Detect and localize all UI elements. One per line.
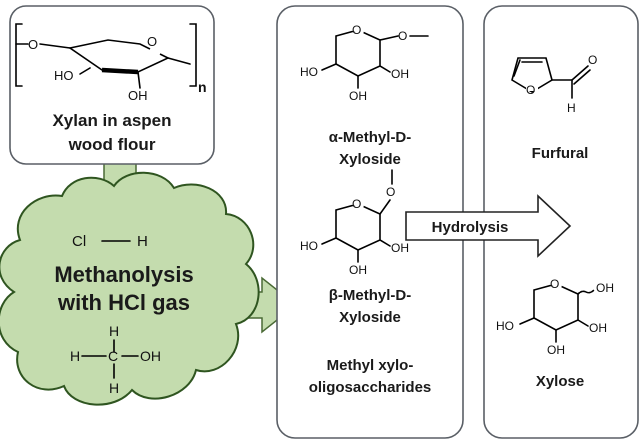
svg-text:HO: HO — [496, 319, 514, 333]
svg-text:O: O — [550, 277, 559, 291]
svg-text:O: O — [386, 185, 395, 199]
xylan-subscript: n — [198, 79, 207, 95]
xylan-title-line2: wood flour — [68, 135, 156, 154]
methanolysis-label-line2: with HCl gas — [57, 290, 190, 315]
svg-text:OH: OH — [589, 321, 607, 335]
svg-text:OH: OH — [349, 263, 367, 277]
xylan-right-bracket — [189, 23, 197, 87]
svg-text:O: O — [398, 29, 407, 43]
xylan-left-bracket — [15, 23, 23, 87]
beta-methyl-xyloside-structure: O O HO OH OH — [300, 169, 409, 277]
xylan-box — [9, 5, 215, 165]
alpha-methyl-xyloside-structure: O O HO OH OH — [300, 23, 429, 103]
aldehyde-h: H — [567, 101, 576, 115]
methanol-bottom-h: H — [109, 380, 119, 396]
svg-text:O: O — [588, 53, 597, 67]
svg-text:O: O — [352, 197, 361, 211]
svg-text:OH: OH — [391, 241, 409, 255]
xylan-bond-c3-oh — [79, 67, 91, 75]
xylan-ring-o: O — [147, 34, 157, 49]
svg-text:O: O — [526, 83, 535, 97]
xylose-label: Xylose — [536, 373, 584, 390]
xylan-title-line1: Xylan in aspen — [52, 111, 171, 130]
methanol-left-h: H — [70, 348, 80, 364]
methanol-oh: OH — [140, 348, 161, 364]
svg-text:OH: OH — [391, 67, 409, 81]
xylan-chain-o-left: O — [28, 37, 38, 52]
alpha-label-line1: α-Methyl-D- — [329, 129, 412, 146]
xylan-bond-c2-oh — [137, 71, 141, 89]
oligo-label-line2: oligosaccharides — [309, 379, 432, 396]
svg-text:OH: OH — [349, 89, 367, 103]
beta-label-line1: β-Methyl-D- — [329, 287, 411, 304]
svg-text:O: O — [352, 23, 361, 37]
svg-text:HO: HO — [300, 239, 318, 253]
methanolysis-label-line1: Methanolysis — [54, 262, 193, 287]
alpha-label-line2: Xyloside — [339, 151, 401, 168]
xylan-ring-oxygen-gap — [148, 46, 162, 57]
hydrolysis-label: Hydrolysis — [432, 219, 509, 236]
svg-text:OH: OH — [596, 281, 614, 295]
methanol-top-h: H — [109, 323, 119, 339]
hcl-h-atom: H — [137, 233, 148, 250]
xylose-structure: O OH HO OH OH — [496, 277, 614, 357]
hydrolysis-arrow — [405, 194, 572, 258]
xylan-oh-c2: OH — [128, 88, 148, 103]
svg-text:OH: OH — [547, 343, 565, 357]
hcl-cl-atom: Cl — [72, 233, 86, 250]
methanol-carbon: C — [108, 348, 118, 364]
xylan-chain-right-bond — [167, 57, 191, 65]
furfural-label: Furfural — [532, 145, 589, 162]
xylan-ring-front-bond — [101, 67, 139, 75]
furfural-structure: O O H — [511, 53, 597, 115]
oligo-label-line1: Methyl xylo- — [327, 357, 414, 374]
svg-text:HO: HO — [300, 65, 318, 79]
xylan-bond-o-c4 — [39, 43, 71, 49]
beta-label-line2: Xyloside — [339, 309, 401, 326]
xylan-ho-c3: HO — [54, 68, 74, 83]
methanolysis-cloud — [0, 171, 260, 406]
